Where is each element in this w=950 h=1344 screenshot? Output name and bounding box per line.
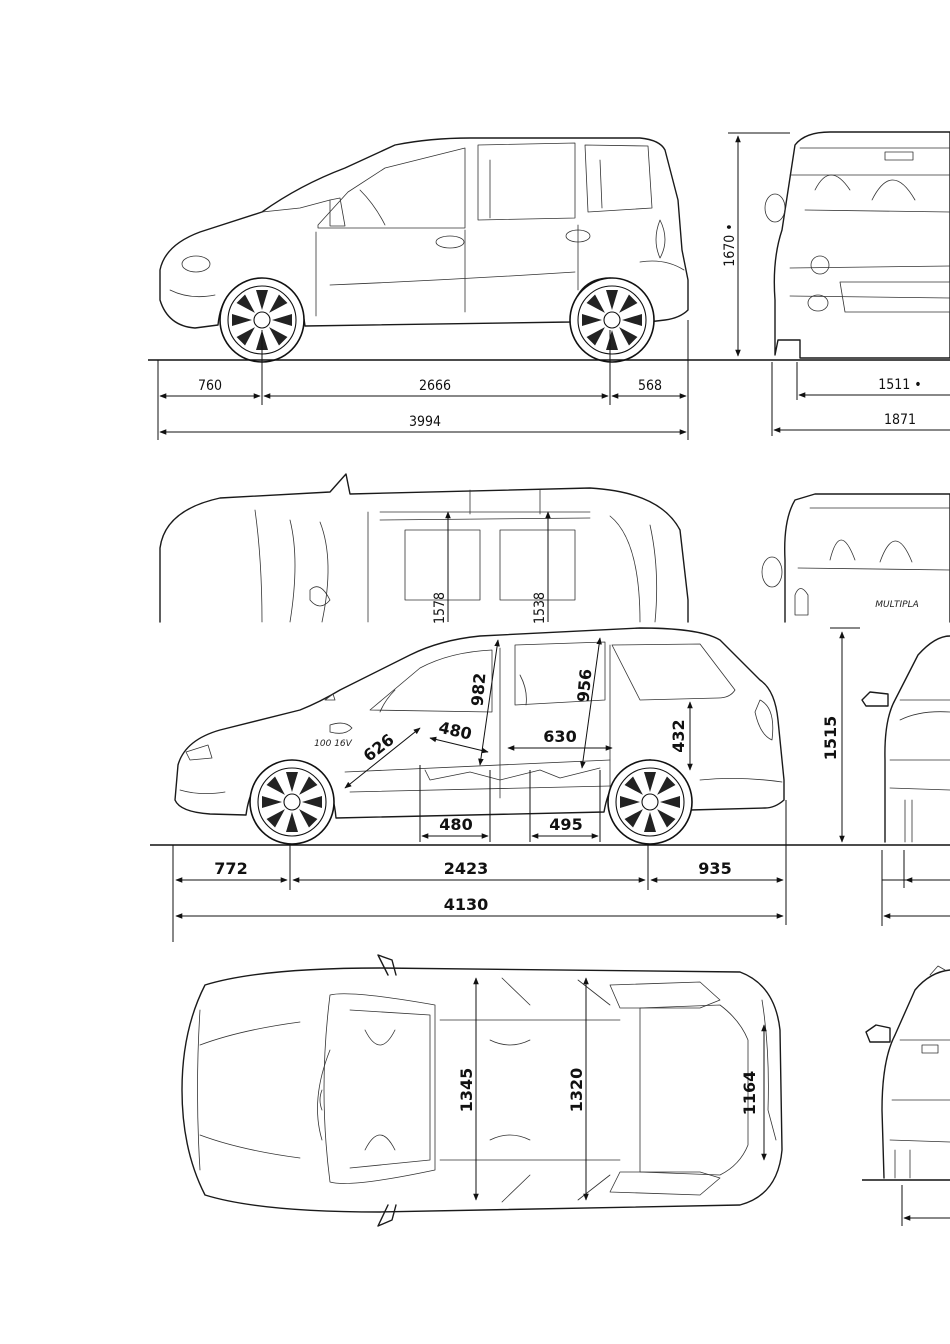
- dim-wheelbase: 2666: [419, 378, 451, 394]
- palio-rear-view: [862, 965, 950, 1226]
- multipla-badge: MULTIPLA: [875, 600, 919, 610]
- multipla-rear-view: MULTIPLA: [761, 493, 950, 623]
- dim-seat-front: 480: [439, 815, 472, 834]
- dim-width-front-seat: 1578: [432, 592, 448, 624]
- dim-legroom-front: 626: [360, 730, 398, 766]
- dim-length: 3994: [409, 414, 441, 430]
- palio-side-dimensions: 772 2423 935 4130 1515: [150, 627, 950, 942]
- dim-width-front-palio: 1345: [457, 1068, 476, 1113]
- dim-rear-overhang: 568: [638, 378, 662, 394]
- dim-legroom-rear: 630: [543, 727, 576, 746]
- multipla-side-dimensions: 760 2666 568 3994: [148, 320, 950, 440]
- dim-cargo-height: 432: [669, 719, 688, 752]
- dim-rear-overhang-palio: 935: [698, 859, 731, 878]
- multipla-top-view: [159, 473, 689, 623]
- multipla-top-dimensions: 1578 1538: [432, 511, 551, 624]
- dim-length-palio: 4130: [444, 895, 489, 914]
- dim-headroom-front: 982: [468, 672, 490, 707]
- palio-top-dimensions: 1345 1320 1164: [457, 977, 767, 1201]
- dim-width-cargo-palio: 1164: [740, 1071, 759, 1116]
- dim-height: 1670 •: [722, 223, 738, 266]
- dim-width-rear-seat: 1538: [532, 592, 548, 624]
- multipla-front-dimensions: 1670 • 1511 • 1871: [722, 132, 950, 436]
- dim-headroom-rear: 956: [574, 668, 596, 703]
- dim-pedal-seat: 480: [437, 718, 474, 744]
- dim-track: 1511 •: [878, 377, 921, 393]
- dim-height-palio: 1515: [821, 716, 840, 761]
- dim-width-rear-palio: 1320: [567, 1068, 586, 1113]
- dim-front-overhang-palio: 772: [214, 859, 247, 878]
- dim-width: 1871: [884, 412, 916, 428]
- dim-seat-rear: 495: [549, 815, 582, 834]
- dim-front-overhang: 760: [198, 378, 222, 394]
- palio-badge: 100 16V: [314, 739, 352, 749]
- palio-top-view: [181, 954, 783, 1227]
- dim-wheelbase-palio: 2423: [444, 859, 489, 878]
- palio-side-view: 100 16V: [174, 627, 785, 845]
- palio-front-view: [861, 635, 950, 926]
- multipla-front-view: [764, 131, 950, 359]
- multipla-side-view: [159, 137, 689, 363]
